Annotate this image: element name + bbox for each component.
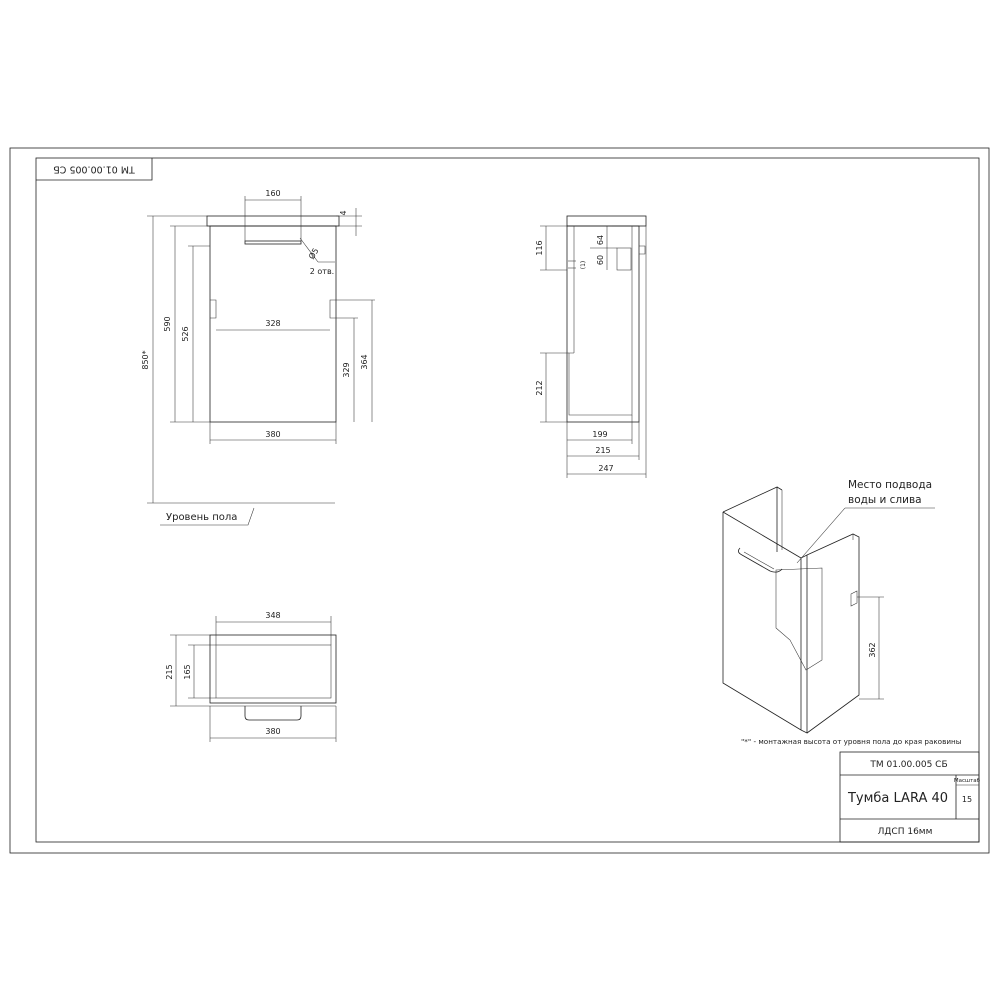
dim-width: 380 [265,430,280,439]
iso-hatched-area [775,567,823,671]
dim-top-offset: 116 [535,240,544,255]
dim-height-inner: 526 [181,326,190,341]
top-dim-inner-width: 348 [265,611,280,620]
dim-top-width: 160 [265,189,280,198]
side-countertop [566,215,647,227]
title-block: ТМ 01.00.005 СБ Тумба LARA 40 Масштаб 15… [839,751,981,843]
title-material: ЛДСП 16мм [878,827,933,837]
inner-border [35,157,980,843]
mirrored-code-box: ТМ 01.00.005 СБ [36,158,153,181]
dim-height-body: 590 [163,316,172,331]
dim-inner-depth: 199 [592,430,607,439]
iso-view: Место подвода воды и слива 362 [722,479,935,734]
front-view: Уровень пола 160 4 Ø5 2 отв. 850* 590 52… [141,189,375,526]
title-product: Тумба LARA 40 [847,791,948,806]
top-dim-outer-depth: 215 [165,664,174,679]
floor-level-label: Уровень пола [166,512,237,523]
hole-note-diameter: Ø5 [306,246,320,261]
front-countertop [206,215,340,227]
dim-height-total: 850* [141,350,150,369]
iso-towel-rail [738,547,783,573]
dim-small: (1) [580,261,587,270]
front-towel-rail [244,240,302,245]
dim-top-thickness: 4 [339,210,348,215]
title-scale-label: Масштаб [954,778,981,784]
dim-total-depth: 247 [598,464,613,473]
title-scale-value: 15 [962,795,972,804]
dim-bracket-high: 364 [360,354,369,369]
hole-note-count: 2 отв. [310,267,334,276]
dim-cutout: 212 [535,380,544,395]
side-view: 116 64 60 (1) 212 199 215 247 [535,215,647,478]
iso-dim-height: 362 [868,642,877,657]
dim-rail-b: 60 [596,255,605,265]
dim-bracket-low: 329 [342,362,351,377]
top-outer [209,634,337,704]
title-code: ТМ 01.00.005 СБ [869,760,947,770]
top-handle [244,706,302,721]
top-dim-inner-depth: 165 [183,664,192,679]
dim-rail-a: 64 [596,235,605,245]
top-inner [215,644,332,699]
dim-inner-width: 328 [265,319,280,328]
dim-body-depth: 215 [595,446,610,455]
iso-callout-line2: воды и слива [848,494,922,506]
mounting-height-note: "*" - монтажная высота от уровня пола до… [741,737,962,746]
front-cabinet-body [209,225,337,423]
top-view: 348 215 165 380 [165,611,337,742]
outer-border [9,147,990,854]
top-dim-width: 380 [265,727,280,736]
iso-callout-line1: Место подвода [848,479,932,491]
mirrored-code-text: ТМ 01.00.005 СБ [53,164,136,175]
